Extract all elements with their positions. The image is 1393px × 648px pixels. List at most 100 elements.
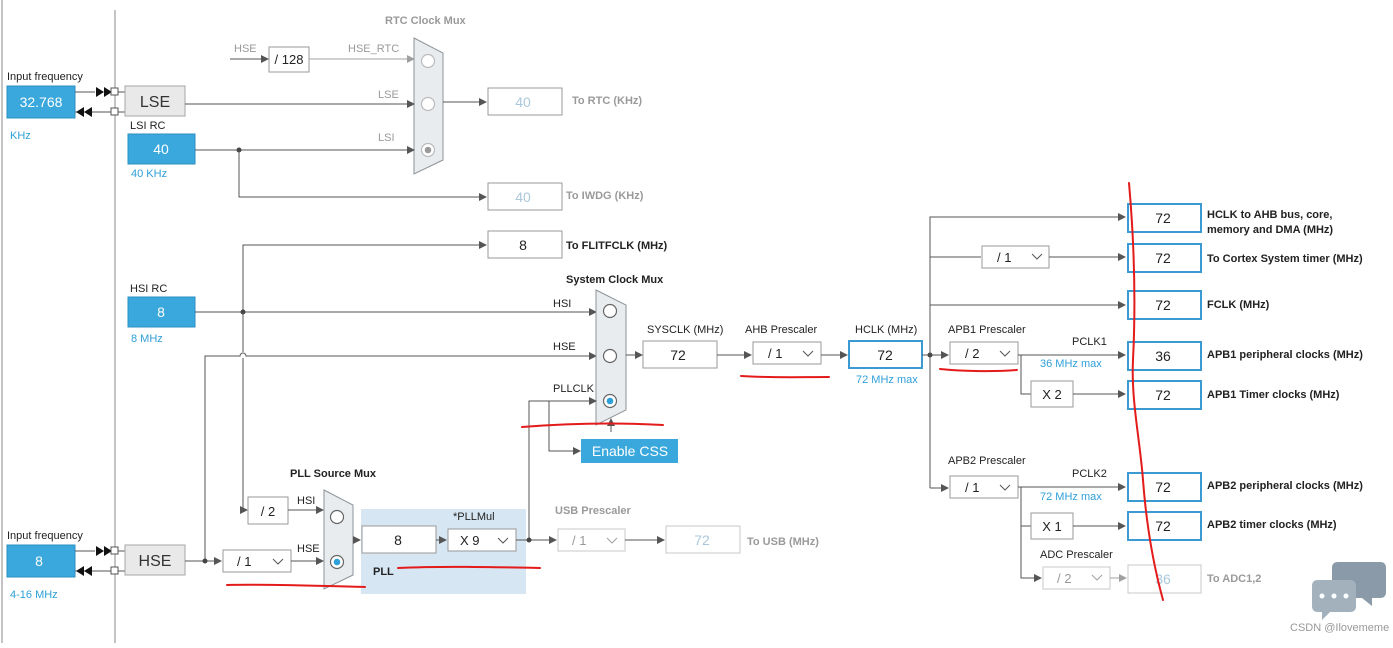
pll-input-value: 8 xyxy=(361,525,437,554)
rtc-lsi-label: LSI xyxy=(378,132,395,144)
chevron-down-icon xyxy=(606,537,618,544)
hse-pll-div-select[interactable]: / 1 xyxy=(222,549,292,573)
output-adc-label: To ADC1,2 xyxy=(1207,573,1261,585)
watermark: CSDN @Ilovememe xyxy=(1290,622,1389,634)
apb1-prescaler-select[interactable]: / 2 xyxy=(949,341,1019,365)
sysclk-label: SYSCLK (MHz) xyxy=(647,324,723,336)
output-cortex-timer[interactable]: 72 xyxy=(1127,243,1202,273)
pll-mul-select[interactable]: X 9 xyxy=(447,528,517,552)
rtc-hse-div-128: / 128 xyxy=(268,46,310,73)
output-apb2-peripheral-label: APB2 peripheral clocks (MHz) xyxy=(1207,480,1363,492)
sys-mux-hse-label: HSE xyxy=(553,341,576,353)
svg-text:36: 36 xyxy=(1155,348,1171,364)
chevron-down-icon xyxy=(802,350,814,357)
lse-pin-top xyxy=(110,87,119,96)
apb2-timer-multiplier: X 1 xyxy=(1030,512,1074,540)
svg-text:72: 72 xyxy=(1155,297,1171,313)
lse-pin-bottom xyxy=(110,107,119,116)
output-hclk-ahb[interactable]: 72 xyxy=(1127,203,1202,233)
svg-text:/ 1: / 1 xyxy=(997,250,1011,265)
hclk-value-input[interactable]: 72 xyxy=(848,340,923,369)
cortex-timer-div-select[interactable]: / 1 xyxy=(981,245,1050,269)
svg-text:/ 1: / 1 xyxy=(768,346,782,361)
svg-text:8: 8 xyxy=(35,553,43,569)
flitfclk-output-value: 8 xyxy=(487,230,563,259)
hse-arrow-left-icon xyxy=(76,566,92,576)
output-adc: 36 xyxy=(1127,564,1202,594)
red-annotation-marks xyxy=(226,182,1164,601)
lse-arrow-left-icon xyxy=(76,107,92,117)
svg-text:72: 72 xyxy=(1155,518,1171,534)
svg-text:Enable CSS: Enable CSS xyxy=(592,443,668,459)
system-clock-mux xyxy=(595,289,627,426)
chevron-down-icon xyxy=(497,537,509,544)
apb1-timer-multiplier: X 2 xyxy=(1030,380,1074,408)
iwdg-output-label: To IWDG (KHz) xyxy=(566,190,644,202)
adc-prescaler-select[interactable]: / 2 xyxy=(1042,566,1111,590)
sys-mux-radio-hsi[interactable] xyxy=(602,303,618,319)
enable-css-button[interactable]: Enable CSS xyxy=(581,439,678,463)
rtc-output-label: To RTC (KHz) xyxy=(572,95,642,107)
pll-src-hsi-label: HSI xyxy=(297,495,315,507)
lsi-rc-value: 40 xyxy=(127,133,196,165)
sys-mux-hsi-label: HSI xyxy=(553,298,571,310)
rtc-mux-radio-hse[interactable] xyxy=(420,53,436,69)
lse-unit: KHz xyxy=(10,130,31,142)
apb1-max: 36 MHz max xyxy=(1040,358,1102,370)
usb-prescaler-label: USB Prescaler xyxy=(555,505,632,517)
chevron-down-icon xyxy=(999,484,1011,491)
hse-input-frequency[interactable]: 8 xyxy=(6,544,76,578)
svg-text:/ 128: / 128 xyxy=(275,52,304,67)
lse-block: LSE xyxy=(124,85,186,117)
usb-prescaler-select[interactable]: / 1 xyxy=(557,528,626,552)
output-hclk-ahb-label-2: memory and DMA (MHz) xyxy=(1207,224,1333,236)
hsi-unit: 8 MHz xyxy=(131,333,163,345)
output-apb2-peripheral[interactable]: 72 xyxy=(1127,472,1202,502)
chevron-down-icon xyxy=(1031,253,1043,260)
rtc-mux-radio-lse[interactable] xyxy=(420,96,436,112)
svg-text:72: 72 xyxy=(1155,479,1171,495)
lse-input-frequency[interactable]: 32.768 xyxy=(6,85,76,119)
adc-prescaler-label: ADC Prescaler xyxy=(1040,549,1113,561)
pll-hsi-div2: / 2 xyxy=(247,496,289,525)
pclk2-label: PCLK2 xyxy=(1072,468,1107,480)
chevron-down-icon xyxy=(1091,574,1103,581)
output-apb1-peripheral[interactable]: 36 xyxy=(1127,341,1202,371)
svg-text:/ 1: / 1 xyxy=(237,554,251,569)
hse-arrow-right-icon xyxy=(96,546,112,556)
svg-text:72: 72 xyxy=(1155,387,1171,403)
sys-mux-radio-hse[interactable] xyxy=(602,348,618,364)
lsi-label: LSI RC xyxy=(130,120,166,132)
pclk1-label: PCLK1 xyxy=(1072,336,1107,348)
sys-mux-pllclk-label: PLLCLK xyxy=(553,383,595,395)
output-fclk-label: FCLK (MHz) xyxy=(1207,299,1270,311)
svg-text:X 9: X 9 xyxy=(460,533,480,548)
flitfclk-output-label: To FLITFCLK (MHz) xyxy=(566,240,668,252)
system-clock-mux-title: System Clock Mux xyxy=(566,274,664,286)
hclk-max: 72 MHz max xyxy=(856,374,918,386)
apb2-prescaler-label: APB2 Prescaler xyxy=(948,455,1026,467)
output-apb2-timer[interactable]: 72 xyxy=(1127,511,1202,541)
pll-src-hse-label: HSE xyxy=(297,543,320,555)
svg-text:/ 1: / 1 xyxy=(572,533,586,548)
rtc-hse-label: HSE xyxy=(234,43,257,55)
apb2-max: 72 MHz max xyxy=(1040,491,1102,503)
svg-text:8: 8 xyxy=(157,304,165,320)
svg-text:40: 40 xyxy=(153,141,169,157)
rtc-clock-mux xyxy=(413,37,444,175)
output-apb2-timer-label: APB2 timer clocks (MHz) xyxy=(1207,519,1337,531)
output-apb1-timer[interactable]: 72 xyxy=(1127,380,1202,410)
apb2-prescaler-select[interactable]: / 1 xyxy=(949,475,1019,499)
ahb-prescaler-label: AHB Prescaler xyxy=(745,324,817,336)
svg-text:X 2: X 2 xyxy=(1042,387,1062,402)
ahb-prescaler-select[interactable]: / 1 xyxy=(752,341,822,365)
hsi-label: HSI RC xyxy=(130,283,167,295)
pll-src-radio-hsi[interactable] xyxy=(329,509,345,525)
lse-arrow-right-icon xyxy=(96,87,112,97)
lsi-unit: 40 KHz xyxy=(131,168,167,180)
sys-mux-radio-dot xyxy=(606,397,614,405)
output-fclk[interactable]: 72 xyxy=(1127,290,1202,320)
svg-text:72: 72 xyxy=(1155,210,1171,226)
svg-text:8: 8 xyxy=(394,532,402,548)
